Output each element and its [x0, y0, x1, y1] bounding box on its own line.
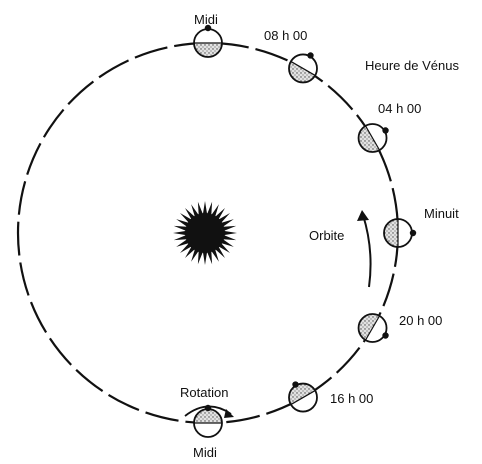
label-midi-bottom: Midi	[193, 445, 217, 459]
planet-night-side	[358, 125, 380, 153]
label-minuit: Minuit	[424, 206, 459, 221]
orbit-direction-arrow	[362, 214, 372, 288]
planet-h04	[357, 123, 389, 153]
planet-midi-top	[193, 24, 223, 58]
planet-night-side	[194, 43, 222, 57]
label-16h: 16 h 00	[330, 391, 373, 406]
planet-night-side	[358, 314, 380, 341]
planet-night-side	[194, 409, 222, 423]
planet-h08	[288, 52, 318, 84]
observer-marker	[307, 52, 314, 59]
label-20h: 20 h 00	[399, 313, 442, 328]
planet-midi-bottom	[193, 404, 223, 438]
label-08h: 08 h 00	[264, 28, 307, 43]
planet-positions	[193, 24, 417, 438]
label-midi-top: Midi	[194, 12, 218, 27]
label-orbite: Orbite	[309, 228, 344, 243]
label-04h: 04 h 00	[378, 101, 421, 116]
sun-disc	[185, 213, 225, 253]
planet-night-side	[289, 383, 316, 405]
sun-icon	[173, 201, 237, 265]
planet-night-side	[289, 61, 316, 83]
rotation-arrowhead	[224, 409, 234, 418]
label-rotation: Rotation	[180, 385, 228, 400]
observer-marker	[204, 24, 212, 32]
planet-night-side	[384, 219, 398, 247]
observer-marker	[382, 127, 389, 134]
orbit-arrowhead	[357, 210, 369, 221]
observer-marker	[409, 229, 417, 237]
observer-marker	[382, 332, 389, 339]
planet-h20	[357, 313, 389, 343]
planet-h16	[288, 381, 318, 413]
observer-marker	[292, 381, 299, 388]
title-heure-de-venus: Heure de Vénus	[365, 58, 459, 73]
planet-minuit	[383, 218, 417, 248]
